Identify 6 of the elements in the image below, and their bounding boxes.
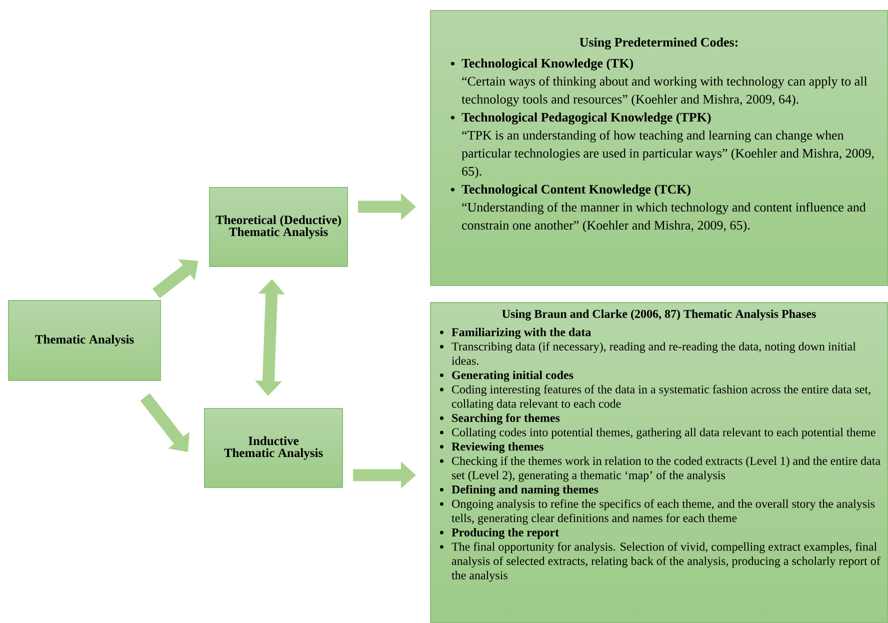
process-box: Theoretical (Deductive) Thematic Analysis <box>209 187 348 267</box>
block-arrow <box>140 393 190 452</box>
text-panel: Using Predetermined Codes: Technological Knowledge (TK) “Certain ways of thinking about and working with technology can apply to all technology tools and resources” (Koehler and Mishra, 2009, 64). Technological Pedagogical Knowledge (TPK) “TPK is an understanding of how teaching and learning can change when particular technologies are used in particular ways” (Koehler and Mishra, 2009, 65). Technological Content Knowledge (TCK) “Understanding of the manner in which technology and content influence and constrain one another” (Koehler and Mishra, 2009, 65). <box>430 10 888 286</box>
process-box: Inductive Thematic Analysis <box>204 408 343 488</box>
text-panel: Using Braun and Clarke (2006, 87) Thematic Analysis Phases Familiarizing with the data Transcribing data (if necessary), reading and re-reading the data, noting down initial ideas. Generating initial codes Coding interesting features of the data in a systematic fashion across the entire data set, collating data relevant to each code Searching for themes Collating codes into potential themes, gathering all data relevant to each potential theme Reviewing themes Checking if the themes work in relation to the coded extracts (Level 1) and the entire data set (Level 2), generating a thematic ‘map’ of the analysis Defining and naming themes Ongoing analysis to refine the specifics of each theme, and the overall story the analysis tells, generating clear definitions and names for each theme Producing the report The final opportunity for analysis. Selection of vivid, compelling extract examples, final analysis of selected extracts, relating back of the analysis, producing a scholarly report of the analysis <box>430 302 888 623</box>
process-box: Thematic Analysis <box>8 300 161 381</box>
